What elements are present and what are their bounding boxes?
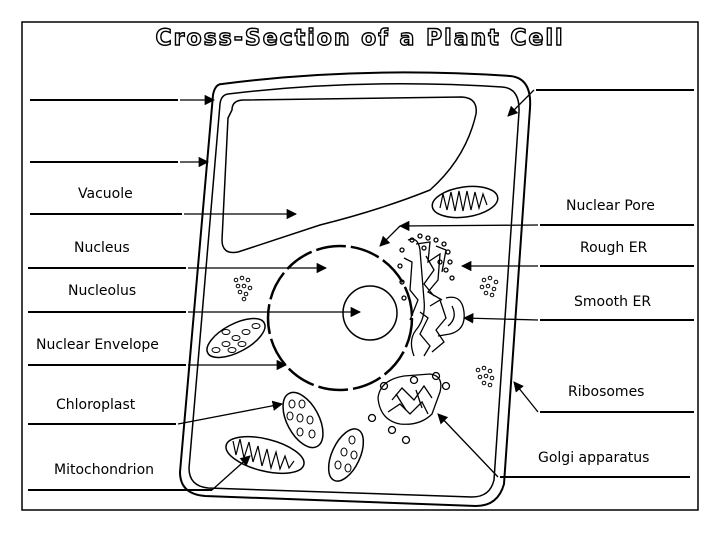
diagram-title: Cross-Section of a Plant Cell [155, 25, 565, 51]
smooth-er [419, 296, 465, 357]
golgi-apparatus [367, 371, 451, 445]
label-smooth-er: Smooth ER [574, 294, 652, 310]
ribosomes-lower [475, 365, 495, 388]
rough-er [397, 233, 455, 357]
label-arrows [177, 89, 539, 491]
label-lines [28, 89, 694, 491]
label-rough-er: Rough ER [580, 240, 648, 256]
nuclear-envelope [266, 244, 414, 392]
diagram-frame [21, 21, 699, 511]
mitochondrion-upper [431, 185, 499, 219]
label-golgi-apparatus: Golgi apparatus [538, 450, 650, 466]
label-ribosomes: Ribosomes [568, 384, 645, 400]
chloroplast-bottom-right [327, 428, 365, 482]
cell-wall [178, 71, 532, 508]
nucleolus [342, 285, 398, 341]
label-vacuole: Vacuole [78, 186, 133, 202]
label-nuclear-pore: Nuclear Pore [566, 198, 655, 214]
mitochondrion-lower [225, 435, 305, 475]
cell-membrane [188, 83, 520, 498]
label-chloroplast: Chloroplast [56, 397, 136, 413]
chloroplast-left [206, 317, 266, 359]
label-nucleus: Nucleus [74, 240, 130, 256]
label-nuclear-envelope: Nuclear Envelope [36, 337, 159, 353]
ribosomes-left [233, 275, 253, 302]
label-mitochondrion: Mitochondrion [54, 462, 155, 478]
vacuole [221, 96, 477, 254]
label-nucleolus: Nucleolus [68, 283, 137, 299]
chloroplast-lower [282, 391, 324, 449]
ribosomes-right [479, 275, 499, 298]
